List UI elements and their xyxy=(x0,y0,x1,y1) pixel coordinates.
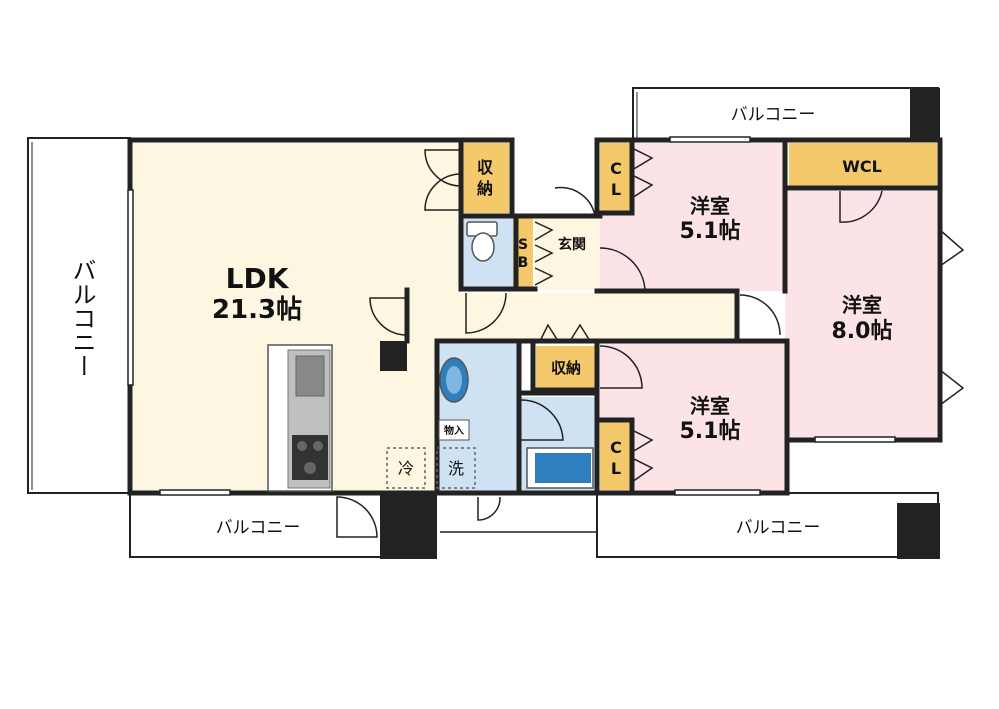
ldk-size: 21.3帖 xyxy=(212,295,302,325)
ldk-storage-label-2: 納 xyxy=(477,179,493,198)
western-e-name: 洋室 xyxy=(842,293,882,317)
balcony-west-area xyxy=(27,137,131,494)
western-ne-name: 洋室 xyxy=(690,194,730,218)
fridge-label: 冷 xyxy=(398,459,414,478)
balcony-west-label: バルコニー xyxy=(68,258,96,378)
shoe-box-label-2: B xyxy=(518,255,529,271)
hall-storage xyxy=(536,346,596,388)
closet-top xyxy=(600,143,632,213)
closet-bottom-label-2: L xyxy=(611,459,621,478)
western-e-floor xyxy=(785,191,937,439)
closet-top-label-1: C xyxy=(610,159,622,178)
hall-storage-label: 収納 xyxy=(551,359,581,377)
mono-ire-label: 物入 xyxy=(444,424,464,437)
closet-top-label-2: L xyxy=(611,180,621,199)
western-e-size: 8.0帖 xyxy=(832,319,893,344)
balcony-se-area xyxy=(596,492,939,558)
hallway-floor xyxy=(407,293,737,341)
balcony-north-area xyxy=(632,87,939,141)
wcl-label: WCL xyxy=(842,157,882,176)
balcony-sw-label: バルコニー xyxy=(216,518,301,538)
balcony-north-label: バルコニー xyxy=(731,105,816,125)
western-ne-size: 5.1帖 xyxy=(680,219,741,244)
ldk-storage-label-1: 収 xyxy=(477,158,494,177)
western-se-size: 5.1帖 xyxy=(680,419,741,444)
washer-label: 洗 xyxy=(448,459,464,478)
ldk-storage xyxy=(461,143,509,213)
entrance-floor xyxy=(535,216,600,290)
closet-bottom-label-1: C xyxy=(610,438,622,457)
entrance-label: 玄関 xyxy=(558,236,586,253)
closet-bottom xyxy=(600,420,632,490)
western-se-name: 洋室 xyxy=(690,394,730,418)
balcony-se-label: バルコニー xyxy=(736,518,821,538)
shoe-box-label-1: S xyxy=(518,237,528,253)
wcl-storage xyxy=(789,143,937,188)
ldk-name: LDK xyxy=(226,262,290,295)
